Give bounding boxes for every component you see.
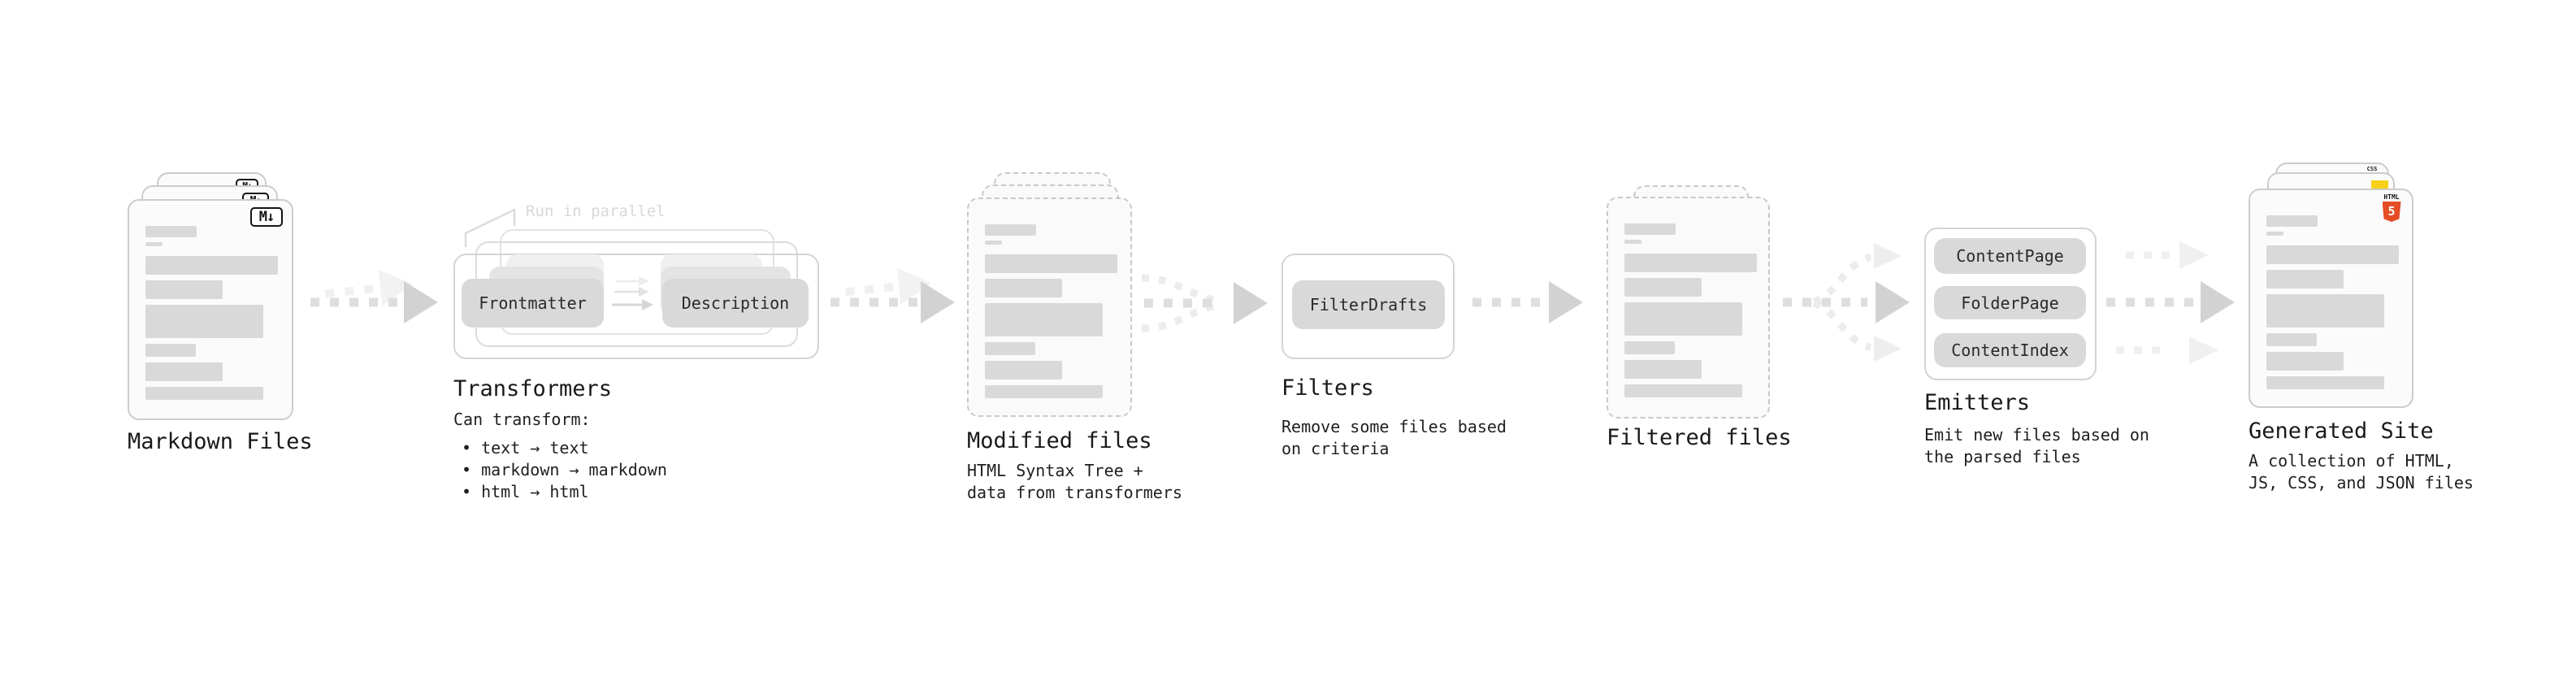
modified-files-label: Modified files	[967, 428, 1152, 453]
skeleton-bar	[1624, 302, 1742, 336]
skeleton-bar	[2266, 245, 2399, 264]
skeleton-bar	[985, 342, 1035, 355]
filtered-files-label: Filtered files	[1607, 425, 1792, 450]
markdown-doc-front: M↓	[128, 199, 293, 420]
skeleton-bar	[985, 224, 1036, 236]
skeleton-bar	[1624, 240, 1641, 244]
skeleton-bar	[1624, 360, 1702, 379]
skeleton-bar	[985, 361, 1062, 380]
transformers-bullets: • text → text • markdown → markdown • ht…	[462, 437, 667, 503]
arrow-filtered-to-emitters	[1783, 243, 1910, 362]
contentindex-pill: ContentIndex	[1934, 333, 2086, 367]
markdown-icon: M↓	[250, 207, 283, 227]
skeleton-bar	[1624, 223, 1676, 235]
description-pill: Description	[662, 279, 809, 327]
filtered-doc-front	[1607, 197, 1770, 419]
emitters-description: Emit new files based on the parsed files	[1924, 425, 2149, 466]
run-in-parallel-leader	[464, 208, 516, 247]
skeleton-bar	[145, 280, 223, 299]
filters-box	[1281, 254, 1455, 359]
skeleton-bar	[1624, 341, 1675, 354]
bullet-item: • markdown → markdown	[462, 460, 667, 479]
transformer-mini-arrows	[612, 276, 653, 310]
arrow-modified-to-filters	[1141, 274, 1268, 332]
skeleton-bar	[145, 242, 163, 246]
filters-label: Filters	[1281, 375, 1374, 401]
arrow-markdown-to-transformers	[310, 269, 438, 323]
emitters-box	[1924, 228, 2097, 380]
frontmatter-pill: Frontmatter	[462, 279, 604, 327]
generated-site-label: Generated Site	[2249, 419, 2434, 444]
modified-doc-front	[967, 197, 1132, 417]
skeleton-bar	[1624, 384, 1742, 397]
folderpage-pill: FolderPage	[1934, 286, 2086, 319]
filters-description: Remove some files based on criteria	[1281, 417, 1507, 458]
emitters-label: Emitters	[1924, 390, 2031, 415]
skeleton-bar	[145, 362, 223, 381]
contentpage-pill: ContentPage	[1934, 238, 2086, 274]
filterdrafts-pill: FilterDrafts	[1292, 280, 1445, 329]
skeleton-bar	[2266, 376, 2384, 389]
html5-icon: HTML 5	[2381, 194, 2402, 222]
skeleton-bar	[1624, 278, 1702, 297]
skeleton-bar	[2266, 333, 2317, 346]
transformer-box-front	[453, 254, 819, 359]
skeleton-bar	[2266, 270, 2344, 288]
html5-icon-number: 5	[2387, 204, 2396, 219]
skeleton-bar	[1624, 254, 1757, 272]
markdown-files-label: Markdown Files	[128, 429, 313, 454]
skeleton-bar	[985, 385, 1103, 398]
skeleton-bar	[145, 305, 263, 338]
css-icon-label: CSS	[2366, 166, 2378, 172]
skeleton-bar	[145, 226, 197, 237]
arrow-transformers-to-modified	[830, 267, 955, 323]
skeleton-bar	[985, 303, 1103, 336]
js-icon	[2371, 180, 2388, 189]
skeleton-bar	[2266, 352, 2344, 371]
html5-icon-shield: 5	[2382, 202, 2401, 222]
skeleton-bar	[2266, 232, 2283, 236]
skeleton-bar	[985, 254, 1117, 273]
skeleton-bar	[145, 256, 278, 275]
skeleton-bar	[985, 241, 1002, 245]
skeleton-bar	[2266, 215, 2318, 227]
skeleton-bar	[145, 344, 196, 357]
skeleton-bar	[985, 279, 1062, 297]
arrow-emitters-to-generated	[2106, 241, 2235, 364]
skeleton-bar	[145, 387, 263, 400]
modified-files-description: HTML Syntax Tree + data from transformer…	[967, 461, 1182, 502]
run-in-parallel-note: Run in parallel	[526, 202, 666, 220]
arrow-filters-to-filtered	[1472, 281, 1583, 323]
generated-doc-front: HTML 5	[2249, 189, 2413, 408]
skeleton-bar	[2266, 294, 2384, 327]
html5-icon-label: HTML	[2383, 193, 2400, 201]
transformers-desc-heading: Can transform:	[453, 410, 591, 429]
bullet-item: • html → html	[462, 482, 589, 501]
bullet-item: • text → text	[462, 438, 589, 458]
transformers-label: Transformers	[453, 376, 613, 401]
generated-site-description: A collection of HTML, JS, CSS, and JSON …	[2249, 451, 2474, 492]
